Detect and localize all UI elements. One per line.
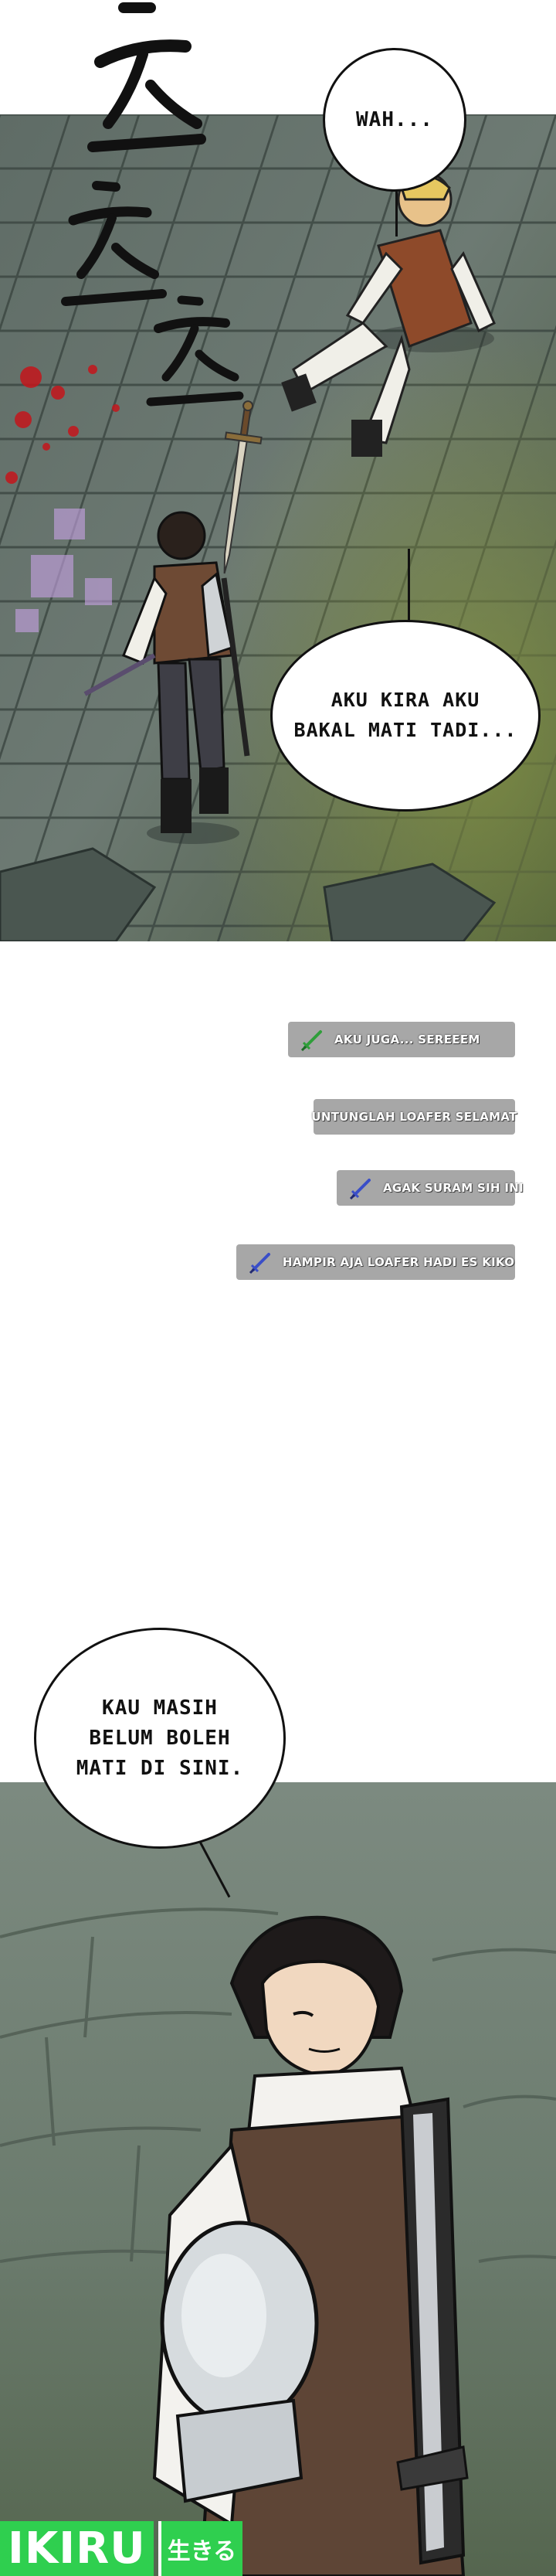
chat-message-4: HAMPIR AJA LOAFER HADI ES KIKO: [236, 1244, 515, 1280]
speech-bubble-not-die: KAU MASIH BELUM BOLEH MATI DI SINI.: [34, 1628, 286, 1849]
blue-sword-icon: [349, 1179, 371, 1200]
speech-bubble-thought-dead: AKU KIRA AKU BAKAL MATI TADI...: [270, 620, 541, 812]
speech-bubble-dead-tail: [408, 549, 410, 626]
chat-message-3: AGAK SURAM SIH INI: [337, 1170, 524, 1206]
floor-rubble: [0, 847, 497, 941]
dagger-on-floor: [223, 400, 263, 574]
watermark: IKIRU 生きる: [0, 2521, 243, 2576]
chat-message-3-text: AGAK SURAM SIH INI: [383, 1181, 524, 1195]
blood-splatter: [5, 365, 120, 484]
watermark-sub: 生きる: [158, 2521, 243, 2576]
swordsman-closeup-panel: [0, 1782, 556, 2576]
chat-message-2: UNTUNGLAH LOAFER SELAMAT: [311, 1099, 517, 1135]
sitting-man-figure: [281, 172, 496, 457]
chat-message-4-text: HAMPIR AJA LOAFER HADI ES KIKO: [283, 1255, 515, 1269]
purple-glow-effect: [15, 509, 112, 632]
chat-message-1: AKU JUGA... SEREEEM: [288, 1022, 515, 1057]
sfx-character-2: [61, 181, 167, 306]
standing-swordsman-figure: [83, 511, 250, 844]
green-sword-icon: [300, 1030, 322, 1052]
blue-sword-icon: [249, 1253, 270, 1274]
speech-bubble-thought-dead-text: AKU KIRA AKU BAKAL MATI TADI...: [293, 689, 517, 741]
watermark-main: IKIRU: [0, 2521, 154, 2576]
smiling-swordsman-figure: [152, 1915, 469, 2576]
speech-bubble-not-die-text: KAU MASIH BELUM BOLEH MATI DI SINI.: [76, 1696, 244, 1780]
speech-bubble-wah: WAH...: [323, 48, 466, 192]
swordsman-closeup-illustration: [0, 1782, 556, 2576]
sfx-character-3: ㅊ: [146, 295, 244, 407]
stone-wall: [0, 1907, 556, 2263]
dungeon-floor-panel: [0, 114, 556, 941]
chat-message-1-text: AKU JUGA... SEREEEM: [334, 1033, 480, 1046]
speech-bubble-wah-text: WAH...: [356, 108, 433, 131]
sfx-character-1: [87, 2, 206, 152]
chat-message-2-text: UNTUNGLAH LOAFER SELAMAT: [311, 1110, 517, 1124]
speech-bubble-wah-tail: [395, 190, 398, 237]
